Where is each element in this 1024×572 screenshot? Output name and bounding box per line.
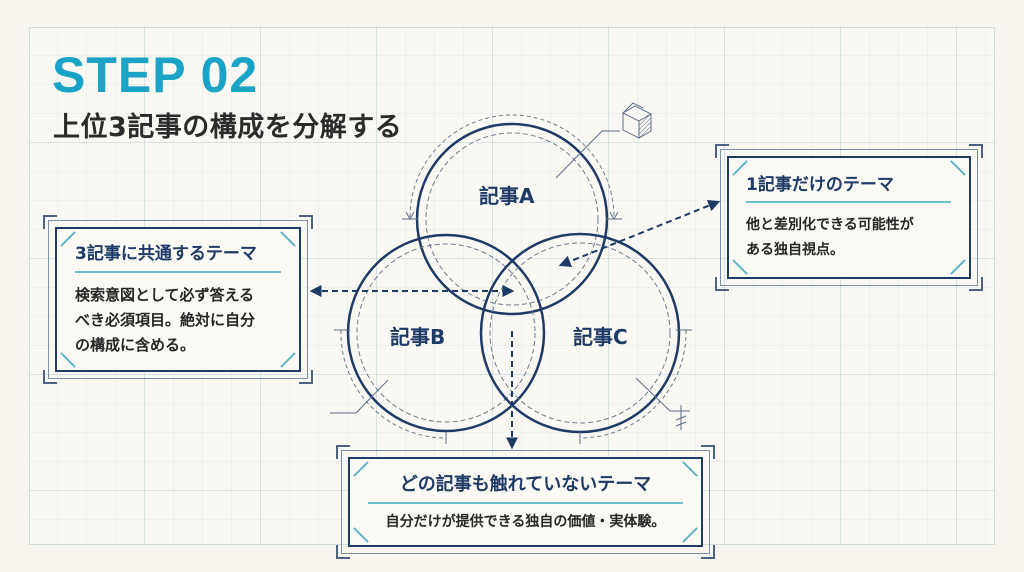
divider [746,201,951,204]
circle-label-b: 記事B [390,325,446,349]
arrow-unique [558,200,721,267]
page-subtitle: 上位3記事の構成を分解する [53,112,403,143]
circle-b [334,233,546,444]
cube-icon [622,102,652,139]
leader-line-a [555,130,620,179]
card-title: 1記事だけのテーマ [746,175,894,195]
step-title: STEP 02 [52,47,259,103]
divider [75,271,281,274]
circle-label-a: 記事A [479,184,535,208]
card-body-line: 自分だけが提供できる独自の価値・実体験。 [385,513,666,530]
leader-line-b [330,379,389,414]
divider [368,501,683,504]
dimension-mark-icon [675,405,687,430]
card-untouched-theme: どの記事も触れていないテーマ 自分だけが提供できる独自の価値・実体験。 [336,445,715,559]
card-unique-theme: 1記事だけのテーマ 他と差別化できる可能性が ある独自視点。 [715,144,983,291]
card-body-line: 検索意図として必ず答える [75,286,255,305]
leader-line-c [635,377,690,412]
card-title: どの記事も触れていないテーマ [399,474,652,495]
card-body-line: の構成に含める。 [75,336,196,355]
circle-label-c: 記事C [573,325,628,349]
card-title: 3記事に共通するテーマ [75,244,257,264]
card-body-line: 他と差別化できる可能性が [746,217,914,234]
card-common-theme: 3記事に共通するテーマ 検索意図として必ず答える べき必須項目。絶対に自分 の構… [43,215,313,384]
card-body-line: べき必須項目。絶対に自分 [75,311,256,330]
card-body-line: ある独自視点。 [746,242,844,259]
